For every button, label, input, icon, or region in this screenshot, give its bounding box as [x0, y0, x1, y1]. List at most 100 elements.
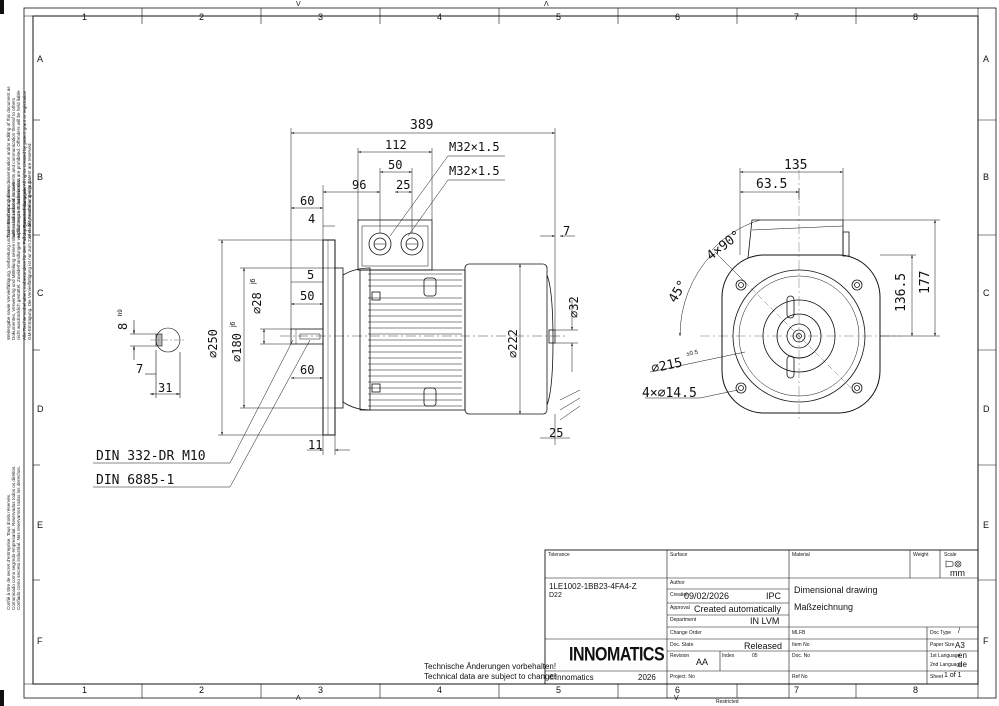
- revision-label: Revision: [670, 653, 690, 659]
- dim-dia-250: ⌀250: [206, 329, 220, 358]
- dim-key-8: 8: [116, 322, 130, 330]
- doc-type-value: /: [958, 628, 960, 635]
- row-label: B: [37, 172, 44, 182]
- dim-dia-28: ⌀28: [250, 292, 264, 314]
- callout-din-332: DIN 332-DR M10: [96, 449, 206, 464]
- approval-value: Created automatically: [694, 604, 782, 614]
- sheet-label: Sheet: [930, 674, 944, 680]
- row-label: D: [37, 404, 44, 414]
- column-label: 2: [199, 685, 205, 695]
- department-label: Department: [670, 617, 697, 623]
- creation-by: IPC: [766, 591, 782, 601]
- dim-25: 25: [396, 178, 411, 192]
- column-label: 8: [913, 685, 919, 695]
- copyright: ©Innomatics: [549, 673, 594, 682]
- bottom-center-mark: V: [674, 695, 679, 702]
- row-label: A: [983, 54, 990, 64]
- gland-label-2: M32×1.5: [449, 164, 500, 178]
- corner-mark: [0, 690, 4, 706]
- doc-no-label: Doc. No: [792, 653, 811, 659]
- column-label: 8: [913, 12, 919, 22]
- author-label: Author: [670, 580, 685, 586]
- column-label: 5: [556, 12, 562, 22]
- top-center-mark: Λ: [544, 1, 549, 8]
- grid-ticks: [33, 8, 996, 698]
- doc-type-label: Doc Type: [930, 630, 952, 636]
- dim-dia-180: ⌀180: [230, 333, 244, 362]
- row-label: C: [983, 288, 990, 298]
- title-block-grid: [544, 549, 979, 699]
- change-notice: Technische Änderungen vorbehalten! Techn…: [424, 662, 557, 681]
- column-label: 7: [794, 685, 800, 695]
- motor-side-view: [280, 219, 565, 436]
- doc-state-value: Released: [744, 641, 783, 651]
- front-dimension-lines: [645, 168, 940, 399]
- row-label: E: [37, 520, 44, 530]
- dim-tol-28: j6: [250, 278, 257, 284]
- dim-key-7: 7: [136, 362, 144, 376]
- doc-state-label: Doc. State: [670, 642, 694, 648]
- dim-tol-180: j6: [230, 321, 237, 327]
- dim-63-5: 63.5: [756, 177, 788, 192]
- index-label: Index: [722, 653, 735, 659]
- dim-50: 50: [388, 158, 403, 172]
- row-label: C: [37, 288, 44, 298]
- sheet-value: 1 of 1: [944, 672, 962, 679]
- material-label: Material: [792, 552, 810, 558]
- dim-dia-222: ⌀222: [506, 329, 520, 358]
- index-value: 05: [752, 653, 758, 659]
- column-label: 6: [675, 12, 681, 22]
- column-label: 1: [82, 12, 88, 22]
- row-label: B: [983, 172, 990, 182]
- dim-177: 177: [918, 270, 933, 294]
- row-label: D: [983, 404, 990, 414]
- bottom-center-mark: Λ: [296, 695, 301, 702]
- lang1-value: en: [958, 651, 967, 660]
- column-label: 3: [318, 685, 324, 695]
- lang2-label: 2nd Language: [930, 662, 962, 668]
- dim-holes: 4×⌀14.5: [642, 386, 697, 401]
- dim-4: 4: [308, 212, 316, 226]
- dim-key-tol: h9: [118, 309, 124, 316]
- paper-size-label: Paper Size: [930, 642, 955, 648]
- dim-key-31: 31: [158, 381, 173, 395]
- dim-389: 389: [410, 118, 434, 133]
- innomatics-logo: INNOMATICS: [569, 645, 665, 666]
- legal-text-en: Transmittal, reproduction, dissemination…: [6, 86, 32, 238]
- project-label: Project. No: [670, 674, 695, 680]
- corner-mark: [0, 0, 4, 14]
- creation-label: Creation: [670, 592, 689, 598]
- scale-label: Scale: [944, 552, 957, 558]
- callout-din-6885: DIN 6885-1: [96, 473, 175, 488]
- motor-front-view: [700, 170, 900, 420]
- projection-symbol-icon: [945, 560, 962, 568]
- change-order-label: Change Order: [670, 630, 702, 636]
- column-label: 7: [794, 12, 800, 22]
- column-label: 4: [437, 685, 443, 695]
- column-label: 2: [199, 12, 205, 22]
- column-label: 3: [318, 12, 324, 22]
- scale-unit: mm: [950, 568, 965, 578]
- column-label: 6: [675, 685, 681, 695]
- department-value: IN LVM: [750, 616, 780, 626]
- title-de: Maßzeichnung: [794, 602, 854, 612]
- dim-112: 112: [385, 138, 407, 152]
- dim-25-right: 25: [549, 426, 564, 440]
- row-label: A: [37, 54, 44, 64]
- column-label: 4: [437, 12, 443, 22]
- creation-date: 09/02/2026: [684, 591, 730, 601]
- dim-5: 5: [307, 268, 315, 282]
- weight-label: Weight: [913, 552, 929, 558]
- side-dimension-lines: [93, 128, 581, 488]
- revision-value: AA: [696, 657, 709, 667]
- dim-136-5: 136.5: [894, 272, 909, 312]
- tolerance-label: Tolerance: [548, 552, 570, 558]
- column-label: 1: [82, 685, 88, 695]
- dim-60-bottom: 60: [300, 363, 315, 377]
- dim-11: 11: [308, 438, 323, 452]
- title-en: Dimensional drawing: [794, 585, 878, 595]
- row-label: F: [983, 636, 989, 646]
- dim-dia-32: ⌀32: [567, 296, 581, 318]
- copyright-year: 2026: [638, 673, 656, 682]
